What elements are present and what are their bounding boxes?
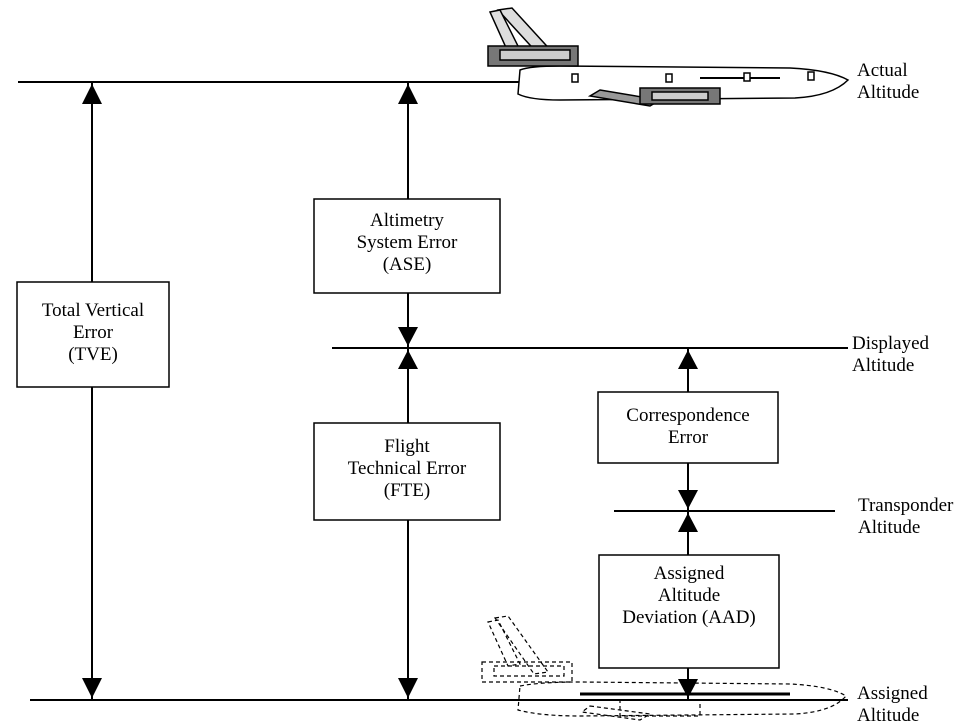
fte-arrowhead-top <box>398 350 418 369</box>
fte-arrowhead-bottom <box>398 678 418 698</box>
tve-box-label: Total Vertical Error (TVE) <box>41 300 145 365</box>
fte-box <box>313 422 501 521</box>
aad-box-label: Assigned Altitude Deviation (AAD) <box>622 563 756 628</box>
fte-box-label: Flight Technical Error (FTE) <box>347 436 467 501</box>
aad-arrowhead-bottom <box>678 679 698 698</box>
tve-box <box>16 281 170 388</box>
correspondence-box-label: Correspondence Error <box>626 405 750 448</box>
tve-arrowhead-bottom <box>82 678 102 698</box>
ase-arrowhead-bottom <box>398 327 418 346</box>
tve-arrowhead-top <box>82 84 102 104</box>
correspondence-arrowhead-bottom <box>678 490 698 509</box>
aad-arrowhead-top <box>678 513 698 532</box>
transponder-altitude-label: Transponder Altitude <box>858 495 954 538</box>
ase-arrowhead-top <box>398 84 418 104</box>
ase-box-label: Altimetry System Error (ASE) <box>356 210 458 275</box>
ase-box <box>313 198 501 294</box>
aircraft-solid-icon <box>487 7 850 107</box>
correspondence-box <box>597 391 779 464</box>
displayed-altitude-label: Displayed Altitude <box>852 333 930 376</box>
aircraft-dashed-icon <box>481 615 847 721</box>
correspondence-arrowhead-top <box>678 350 698 369</box>
actual-altitude-label: Actual Altitude <box>857 60 920 103</box>
assigned-altitude-label: Assigned Altitude <box>857 683 928 726</box>
aad-box <box>598 554 780 669</box>
